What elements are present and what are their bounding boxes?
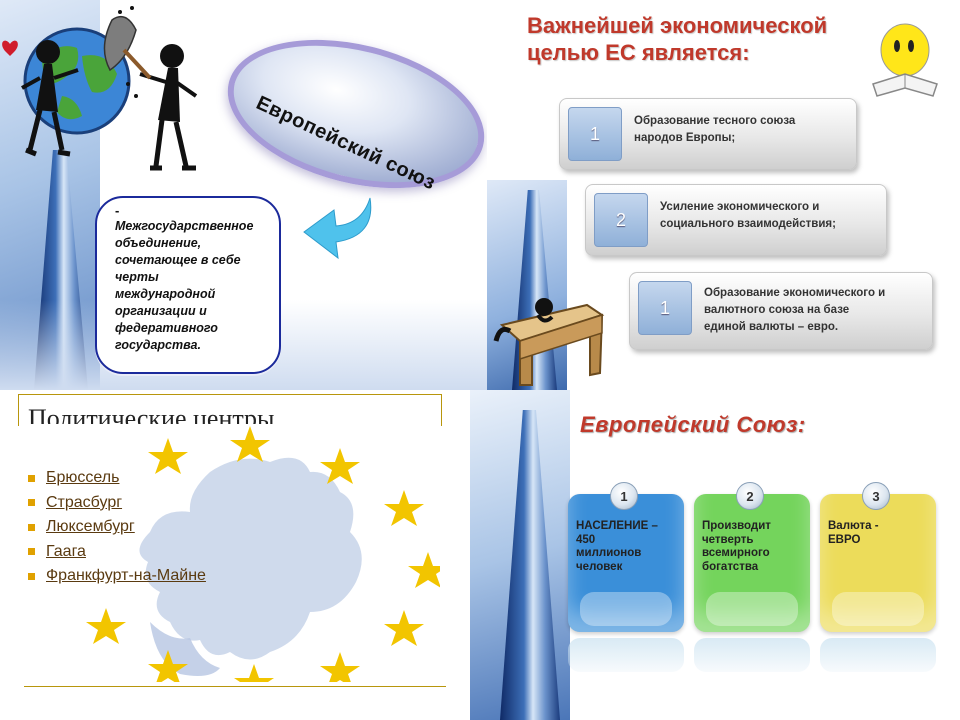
goal-text: Образование тесного союза народов Европы…: [634, 113, 795, 147]
city-link[interactable]: Люксембург: [46, 518, 135, 536]
goal-tile: 1 Образование экономического и валютного…: [629, 272, 933, 350]
eu-stars: [86, 426, 440, 682]
fact-text-line: 450: [576, 533, 596, 546]
fact-card: НАСЕЛЕНИЕ – 450 миллионов человек: [568, 494, 684, 632]
fact-text-line: НАСЕЛЕНИЕ –: [576, 520, 658, 532]
fact-text-line: Производит: [702, 520, 771, 532]
goal-number: 1: [568, 107, 622, 161]
card-shine: [832, 592, 924, 626]
city-link[interactable]: Гаага: [46, 542, 86, 560]
definition-line: федеративного: [115, 321, 218, 335]
goal-text: Усиление экономического и социального вз…: [660, 199, 836, 233]
europe-map-with-stars: [86, 426, 440, 682]
definition-box: - Межгосударственное объединение, сочета…: [95, 196, 281, 374]
fact-number-badge: 1: [610, 482, 638, 510]
cleaning-figures-illustration: [2, 6, 198, 171]
definition-line: международной: [115, 287, 216, 301]
goal-text: Образование экономического и валютного с…: [704, 285, 885, 336]
goal-text-line: Образование экономического и: [704, 287, 886, 299]
goal-text-line: валютного союза на базе: [704, 304, 850, 316]
definition-line: организации и: [115, 304, 207, 318]
slide-title: Европейский Союз:: [580, 412, 806, 437]
definition-line: государства.: [115, 338, 201, 352]
definition-line: Межгосударственное: [115, 219, 254, 233]
bottom-divider: [24, 686, 446, 687]
european-union-oval: [212, 15, 487, 213]
goal-text-line: Образование тесного союза: [634, 115, 796, 127]
fact-text-line: всемирного: [702, 547, 770, 559]
card-shine: [580, 592, 672, 626]
card-reflection: [568, 638, 684, 672]
fact-text-line: богатства: [702, 560, 759, 573]
fact-text-line: Валюта -: [828, 520, 879, 532]
curved-arrow-icon: [303, 197, 372, 260]
political-centers-list: Брюссель Страсбург Люксембург Гаага Фран…: [28, 466, 206, 589]
goal-text-line: Усиление экономического и: [660, 201, 820, 213]
bullet-icon: [28, 499, 35, 507]
fact-number-badge: 2: [736, 482, 764, 510]
fact-text: Производит четверть всемирного богатства: [702, 520, 771, 574]
fact-card: Производит четверть всемирного богатства: [694, 494, 810, 632]
slide-title: Политические центры: [28, 404, 275, 424]
title-line: целью ЕС является:: [527, 40, 750, 65]
list-item[interactable]: Брюссель: [28, 466, 206, 491]
definition-dash: -: [115, 203, 120, 218]
card-shine: [706, 592, 798, 626]
goal-tile: 1 Образование тесного союза народов Евро…: [559, 98, 857, 170]
smiley-reading-icon: [872, 23, 938, 97]
title-frame: [18, 394, 442, 426]
fact-text: Валюта - ЕВРО: [828, 520, 879, 547]
goal-text-line: социального взаимодействия;: [660, 218, 836, 230]
bullet-icon: [28, 523, 35, 531]
city-link[interactable]: Брюссель: [46, 469, 120, 487]
list-item[interactable]: Франкфурт-на-Майне: [28, 564, 206, 589]
fact-text-line: человек: [576, 560, 623, 573]
list-item[interactable]: Страсбург: [28, 491, 206, 516]
bullet-icon: [28, 474, 35, 482]
goal-text-line: единой валюты – евро.: [704, 321, 839, 333]
card-reflection: [820, 638, 936, 672]
slide-title: Важнейшей экономической целью ЕС являетс…: [527, 12, 827, 66]
list-item[interactable]: Гаага: [28, 540, 206, 565]
slide-political-centers: Политические центры Брюссель Страсбург Л…: [0, 390, 455, 720]
goal-number: 2: [594, 193, 648, 247]
fact-card: Валюта - ЕВРО: [820, 494, 936, 632]
slide-european-union-definition: Европейский союз - Межгосударственное об…: [0, 0, 487, 390]
fact-number-badge: 3: [862, 482, 890, 510]
bullet-icon: [28, 548, 35, 556]
goal-tile: 2 Усиление экономического и социального …: [585, 184, 887, 256]
fact-text: НАСЕЛЕНИЕ – 450 миллионов человек: [576, 520, 658, 574]
fact-text-line: четверть: [702, 533, 754, 546]
definition-line: черты: [115, 270, 159, 284]
city-link[interactable]: Франкфурт-на-Майне: [46, 567, 206, 585]
fact-text-line: миллионов: [576, 547, 642, 559]
city-link[interactable]: Страсбург: [46, 493, 123, 511]
slide-economic-goals: Важнейшей экономической целью ЕС являетс…: [487, 0, 960, 390]
figure-at-desk-illustration: [493, 298, 605, 386]
definition-line: объединение,: [115, 236, 202, 250]
title-line: Важнейшей экономической: [527, 13, 828, 38]
goal-number: 1: [638, 281, 692, 335]
definition-line: сочетающее в себе: [115, 253, 241, 267]
slide-eu-facts: Европейский Союз: НАСЕЛЕНИЕ – 450 миллио…: [470, 390, 960, 720]
card-reflection: [694, 638, 810, 672]
bullet-icon: [28, 572, 35, 580]
fact-text-line: ЕВРО: [828, 533, 861, 546]
goal-text-line: народов Европы;: [634, 132, 736, 144]
list-item[interactable]: Люксембург: [28, 515, 206, 540]
